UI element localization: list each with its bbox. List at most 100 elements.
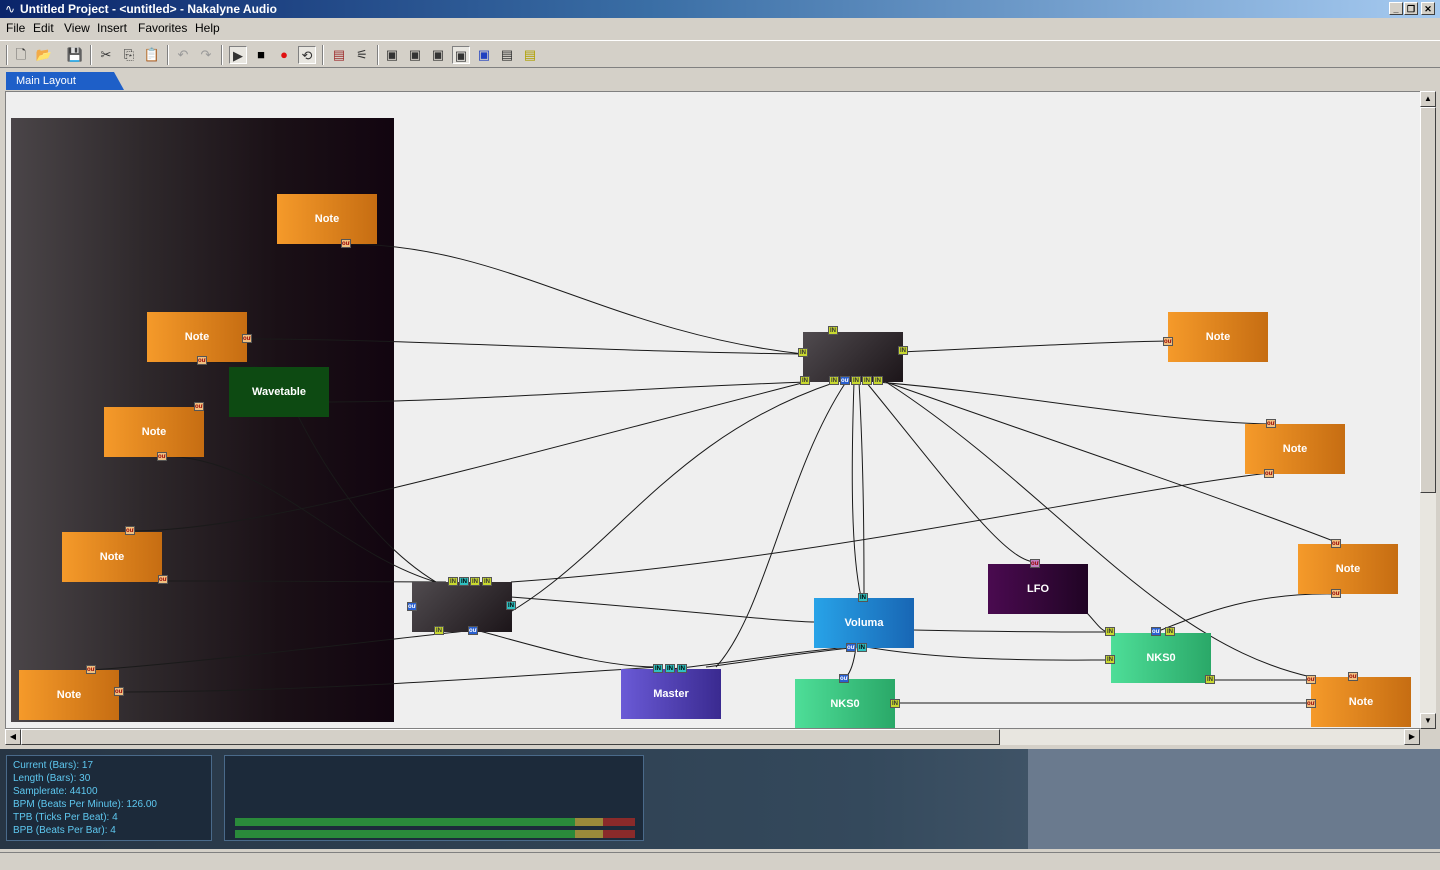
menu-view[interactable]: View — [64, 21, 90, 35]
in-port[interactable]: IN — [862, 376, 872, 385]
scroll-right-arrow-icon[interactable]: ▶ — [1404, 729, 1420, 745]
out-port[interactable]: out — [1331, 589, 1341, 598]
in-port[interactable]: IN — [459, 577, 469, 586]
out-port[interactable]: out — [407, 602, 417, 611]
menu-help[interactable]: Help — [195, 21, 220, 35]
out-port[interactable]: out — [839, 674, 849, 683]
in-port[interactable]: IN — [1105, 627, 1115, 636]
menu-favorites[interactable]: Favorites — [138, 21, 188, 35]
note-node[interactable]: Note out out — [1245, 419, 1345, 478]
paste-icon[interactable]: 📋 — [143, 47, 161, 62]
out-port[interactable]: out — [1151, 627, 1161, 636]
mixer-node-mid[interactable]: IN IN IN IN out IN IN out — [407, 577, 516, 635]
view5-icon[interactable]: ▣ — [477, 47, 491, 62]
in-port[interactable]: IN — [898, 346, 908, 355]
note-node[interactable]: Note out out — [62, 526, 168, 584]
in-port[interactable]: IN — [665, 664, 675, 673]
vertical-scrollbar[interactable]: ▲ ▼ — [1420, 91, 1436, 729]
layout-canvas[interactable]: Note out Note out out Wavetable Note out… — [5, 91, 1423, 729]
view2-icon[interactable]: ▣ — [408, 47, 422, 62]
in-port[interactable]: IN — [828, 326, 838, 335]
out-port[interactable]: out — [1306, 699, 1316, 708]
out-port[interactable]: out — [1163, 337, 1173, 346]
in-port[interactable]: IN — [448, 577, 458, 586]
out-port[interactable]: out — [1030, 559, 1040, 568]
note-node[interactable]: Note out — [277, 194, 377, 248]
view3-icon[interactable]: ▣ — [431, 47, 445, 62]
in-port[interactable]: IN — [677, 664, 687, 673]
stop-icon[interactable]: ■ — [257, 47, 265, 62]
wavetable-node[interactable]: Wavetable — [229, 367, 329, 417]
copy-icon[interactable]: ⎘ — [123, 47, 135, 62]
mixer-node-top[interactable]: IN IN IN IN IN out IN IN IN — [798, 326, 908, 385]
scroll-left-arrow-icon[interactable]: ◀ — [5, 729, 21, 745]
out-port[interactable]: out — [157, 452, 167, 461]
loop-icon[interactable]: ⟲ — [298, 46, 316, 64]
in-port[interactable]: IN — [829, 376, 839, 385]
out-port[interactable]: out — [1264, 469, 1274, 478]
out-port[interactable]: out — [1266, 419, 1276, 428]
in-port[interactable]: IN — [1205, 675, 1215, 684]
out-port[interactable]: out — [840, 376, 850, 385]
scroll-down-arrow-icon[interactable]: ▼ — [1420, 713, 1436, 729]
out-port[interactable]: out — [846, 643, 856, 652]
in-port[interactable]: IN — [653, 664, 663, 673]
view4-icon[interactable]: ▣ — [452, 46, 470, 64]
horizontal-scrollbar[interactable]: ◀ ▶ — [5, 729, 1420, 745]
master-node[interactable]: Master IN IN IN — [621, 664, 721, 719]
in-port[interactable]: IN — [482, 577, 492, 586]
nks0-node[interactable]: NKS0 IN out IN IN IN — [1105, 627, 1215, 684]
view7-icon[interactable]: ▤ — [523, 47, 537, 62]
routing-icon[interactable]: ⚟ — [356, 47, 368, 62]
out-port[interactable]: out — [1331, 539, 1341, 548]
horizontal-scroll-thumb[interactable] — [21, 729, 1000, 745]
out-port[interactable]: out — [1306, 675, 1316, 684]
out-port[interactable]: out — [158, 575, 168, 584]
close-button[interactable]: ✕ — [1421, 2, 1435, 15]
tab-main-layout[interactable]: Main Layout — [6, 72, 124, 90]
note-node[interactable]: Note out out — [104, 402, 204, 461]
vertical-scroll-thumb[interactable] — [1420, 107, 1436, 493]
in-port[interactable]: IN — [873, 376, 883, 385]
in-port[interactable]: IN — [798, 348, 808, 357]
voluma-node[interactable]: Voluma IN out IN — [814, 593, 914, 652]
minimize-button[interactable]: _ — [1389, 2, 1403, 15]
in-port[interactable]: IN — [858, 593, 868, 602]
out-port[interactable]: out — [197, 356, 207, 365]
in-port[interactable]: IN — [1105, 655, 1115, 664]
in-port[interactable]: IN — [851, 376, 861, 385]
note-node[interactable]: Note out out out — [1306, 672, 1411, 727]
out-port[interactable]: out — [242, 334, 252, 343]
in-port[interactable]: IN — [434, 626, 444, 635]
note-node[interactable]: Note out out — [19, 665, 124, 720]
undo-icon[interactable]: ↶ — [177, 47, 189, 62]
view6-icon[interactable]: ▤ — [500, 47, 514, 62]
menu-file[interactable]: File — [6, 21, 26, 35]
out-port[interactable]: out — [114, 687, 124, 696]
save-icon[interactable]: 💾 — [66, 47, 84, 62]
note-node[interactable]: Note out — [1163, 312, 1268, 362]
note-node[interactable]: Note out out — [147, 312, 252, 365]
nks0-node[interactable]: NKS0 out IN — [795, 674, 900, 728]
in-port[interactable]: IN — [890, 699, 900, 708]
view1-icon[interactable]: ▣ — [385, 47, 399, 62]
out-port[interactable]: out — [468, 626, 478, 635]
out-port[interactable]: out — [194, 402, 204, 411]
out-port[interactable]: out — [86, 665, 96, 674]
new-icon[interactable]: 🗋 — [15, 47, 27, 62]
record-icon[interactable]: ● — [280, 47, 288, 62]
menu-edit[interactable]: Edit — [33, 21, 54, 35]
note-node[interactable]: Note out out — [1298, 539, 1398, 598]
out-port[interactable]: out — [341, 239, 351, 248]
redo-icon[interactable]: ↷ — [200, 47, 212, 62]
mixer-icon[interactable]: ▤ — [332, 47, 346, 62]
lfo-node[interactable]: LFO out — [988, 559, 1088, 614]
out-port[interactable]: out — [1348, 672, 1358, 681]
in-port[interactable]: IN — [470, 577, 480, 586]
open-icon[interactable]: 📂 — [35, 47, 53, 62]
in-port[interactable]: IN — [1165, 627, 1175, 636]
out-port[interactable]: out — [125, 526, 135, 535]
in-port[interactable]: IN — [506, 601, 516, 610]
in-port[interactable]: IN — [857, 643, 867, 652]
maximize-button[interactable]: ❐ — [1404, 2, 1418, 15]
